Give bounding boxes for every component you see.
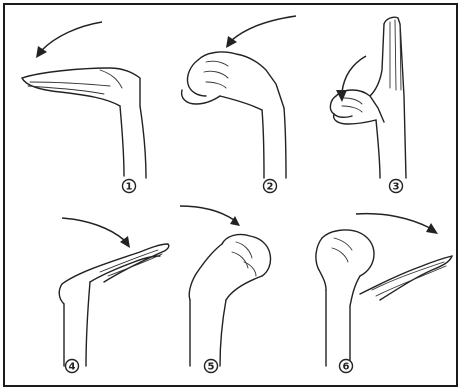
hand-2 xyxy=(182,52,286,178)
panel-3: 3 xyxy=(330,17,406,192)
panel-1: 1 xyxy=(22,22,146,193)
hand-3-fist xyxy=(330,90,384,178)
step-label-3: 3 xyxy=(390,180,403,193)
step-number-5: 5 xyxy=(208,362,215,373)
step-label-5: 5 xyxy=(205,360,218,373)
step-number-2: 2 xyxy=(267,182,274,193)
step-number-3: 3 xyxy=(393,182,400,193)
hand-6-open xyxy=(360,256,452,300)
step-number-6: 6 xyxy=(343,362,350,373)
arrow-1 xyxy=(42,22,102,50)
arrow-2 xyxy=(232,16,296,40)
arrow-6 xyxy=(356,214,430,228)
arrow-5 xyxy=(180,206,234,220)
step-number-4: 4 xyxy=(69,362,76,373)
arrow-4 xyxy=(62,218,124,240)
step-label-6: 6 xyxy=(340,360,353,373)
panel-6: 6 xyxy=(316,214,452,373)
hand-4 xyxy=(59,244,169,366)
step-label-2: 2 xyxy=(264,180,277,193)
arrow-3 xyxy=(342,56,366,92)
hand-1 xyxy=(22,68,146,178)
hand-6-fist xyxy=(316,230,374,306)
arrowhead-6 xyxy=(426,223,438,234)
arrowhead-5 xyxy=(230,216,240,226)
step-number-1: 1 xyxy=(126,182,133,193)
hand-3-upright xyxy=(370,17,406,178)
panel-2: 2 xyxy=(182,16,296,193)
panel-4: 4 xyxy=(59,218,169,373)
step-label-4: 4 xyxy=(66,360,79,373)
step-label-1: 1 xyxy=(123,180,136,193)
hand-5 xyxy=(189,234,270,366)
panel-5: 5 xyxy=(180,206,271,373)
